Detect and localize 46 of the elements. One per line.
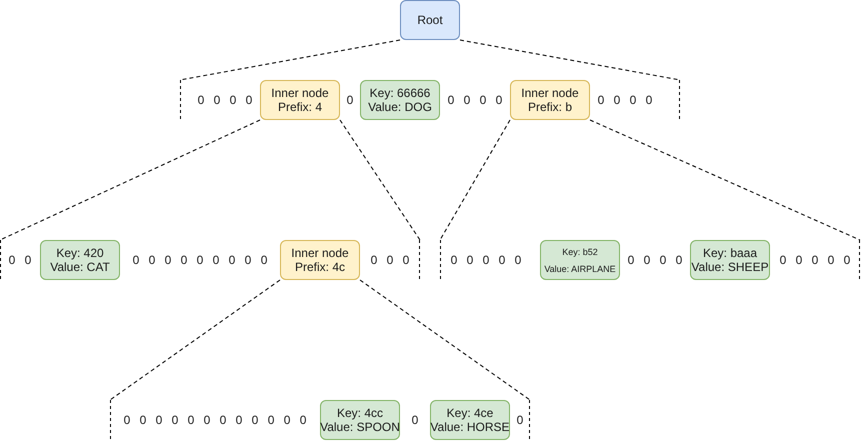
root-node bbox=[400, 0, 460, 40]
node-label: Key: 420 bbox=[56, 246, 104, 260]
inner-node bbox=[510, 80, 590, 120]
leaf-node bbox=[40, 240, 120, 280]
node-label: Value: AIRPLANE bbox=[544, 262, 616, 276]
node-label: Prefix: b bbox=[528, 100, 572, 114]
slot-values: 0 0 0 0 0 0 0 0 0 bbox=[132, 252, 268, 269]
slot-values: 0 0 0 bbox=[370, 252, 410, 269]
inner-node bbox=[280, 240, 360, 280]
leaf-node bbox=[360, 80, 440, 120]
node-label: Inner node bbox=[271, 86, 329, 100]
tree-edge bbox=[180, 40, 680, 80]
inner-node bbox=[260, 80, 340, 120]
slot-values: 0 0 0 0 0 bbox=[450, 252, 522, 269]
leaf-node bbox=[690, 240, 770, 280]
node-label: Prefix: 4c bbox=[294, 260, 345, 274]
node-label: Prefix: 4 bbox=[278, 100, 322, 114]
node-label: Root bbox=[417, 13, 443, 27]
node-label: Key: baaa bbox=[702, 246, 758, 260]
node-label: Value: DOG bbox=[368, 100, 432, 114]
tree-edge bbox=[110, 280, 530, 400]
leaf-node bbox=[430, 400, 510, 440]
node-label: Inner node bbox=[291, 246, 349, 260]
slot-values: 0 0 0 0 bbox=[628, 252, 682, 269]
node-label: Inner node bbox=[521, 86, 579, 100]
slot-values: 0 bbox=[346, 92, 354, 109]
node-label: Key: 4ce bbox=[446, 406, 494, 420]
slot-values: 0 bbox=[516, 412, 524, 429]
slot-values: 0 0 0 0 bbox=[198, 92, 252, 109]
slot-values: 0 0 0 0 0 0 0 0 0 0 0 0 bbox=[124, 412, 306, 429]
slot-values: 0 bbox=[412, 412, 418, 429]
node-label: Key: 4cc bbox=[336, 406, 384, 420]
slot-values: 0 0 bbox=[8, 252, 32, 269]
node-label: Value: CAT bbox=[50, 260, 110, 274]
node-label: Value: HORSE bbox=[430, 420, 510, 434]
slot-values: 0 0 0 0 0 bbox=[780, 252, 850, 269]
tree-edge bbox=[440, 120, 860, 240]
node-label: Value: SPOON bbox=[320, 420, 400, 434]
node-label: Key: b52 bbox=[562, 246, 598, 258]
slot-values: 0 0 0 0 bbox=[598, 92, 652, 109]
leaf-node bbox=[320, 400, 400, 440]
tree-edge bbox=[0, 120, 420, 240]
node-label: Key: 66666 bbox=[370, 86, 430, 100]
slot-values: 0 0 0 0 bbox=[448, 92, 502, 109]
leaf-node bbox=[540, 240, 620, 280]
node-label: Value: SHEEP bbox=[691, 260, 769, 274]
